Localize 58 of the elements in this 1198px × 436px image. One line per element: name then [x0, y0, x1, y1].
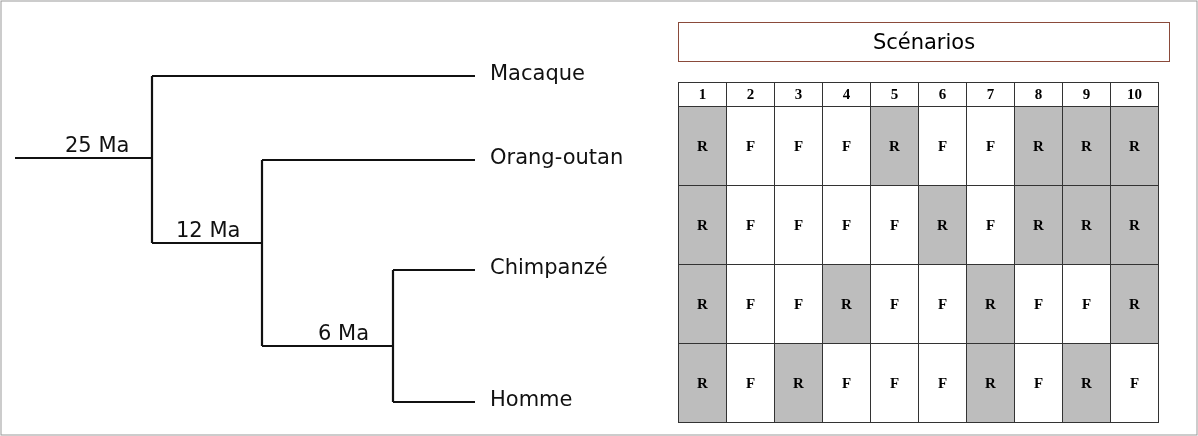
scenario-cell: F: [726, 264, 775, 344]
scenario-cell: R: [678, 106, 727, 186]
column-number-cell: 4: [822, 82, 871, 107]
scenario-cell: R: [822, 264, 871, 344]
divergence-time: 25 Ma: [65, 135, 130, 156]
scenario-cell: F: [774, 185, 823, 265]
column-number-cell: 8: [1014, 82, 1063, 107]
scenario-cell: R: [678, 343, 727, 423]
column-number-cell: 7: [966, 82, 1015, 107]
scenario-cell: F: [918, 264, 967, 344]
scenario-cell: F: [1062, 264, 1111, 344]
scenario-cell: R: [774, 343, 823, 423]
species-name: Orang-outan: [490, 147, 624, 168]
scenario-cell: R: [966, 343, 1015, 423]
scenario-cell: F: [870, 343, 919, 423]
scenario-cell: R: [678, 185, 727, 265]
column-number-cell: 9: [1062, 82, 1111, 107]
species-name: Macaque: [490, 63, 585, 84]
scenario-cell: R: [1110, 264, 1159, 344]
divergence-time: 12 Ma: [176, 220, 241, 241]
column-number-cell: 1: [678, 82, 727, 107]
scenario-cell: R: [1014, 185, 1063, 265]
scenario-cell: F: [822, 106, 871, 186]
scenario-cell: R: [1062, 343, 1111, 423]
scenario-cell: R: [678, 264, 727, 344]
column-number-cell: 5: [870, 82, 919, 107]
species-name: Homme: [490, 389, 573, 410]
scenario-cell: R: [1062, 185, 1111, 265]
scenario-cell: F: [966, 185, 1015, 265]
column-number-cell: 3: [774, 82, 823, 107]
scenario-cell: F: [1014, 264, 1063, 344]
scenario-cell: F: [870, 264, 919, 344]
scenario-cell: F: [1110, 343, 1159, 423]
species-name: Chimpanzé: [490, 257, 608, 278]
scenario-cell: F: [774, 264, 823, 344]
scenario-cell: F: [918, 343, 967, 423]
scenario-cell: R: [870, 106, 919, 186]
scenario-cell: R: [1110, 185, 1159, 265]
scenario-cell: F: [774, 106, 823, 186]
scenario-cell: F: [822, 343, 871, 423]
scenario-cell: F: [726, 106, 775, 186]
scenario-cell: R: [1014, 106, 1063, 186]
scenario-cell: F: [726, 185, 775, 265]
scenario-cell: F: [1014, 343, 1063, 423]
column-number-cell: 10: [1110, 82, 1159, 107]
scenario-cell: F: [726, 343, 775, 423]
scenario-cell: F: [822, 185, 871, 265]
scenario-cell: R: [1062, 106, 1111, 186]
scenario-cell: F: [966, 106, 1015, 186]
scenario-cell: R: [966, 264, 1015, 344]
scenario-cell: F: [870, 185, 919, 265]
scenario-cell: R: [1110, 106, 1159, 186]
scenario-cell: F: [918, 106, 967, 186]
column-number-cell: 2: [726, 82, 775, 107]
column-number-cell: 6: [918, 82, 967, 107]
table-title-box: Scénarios: [678, 22, 1170, 62]
scenario-cell: R: [918, 185, 967, 265]
divergence-time: 6 Ma: [318, 323, 370, 344]
